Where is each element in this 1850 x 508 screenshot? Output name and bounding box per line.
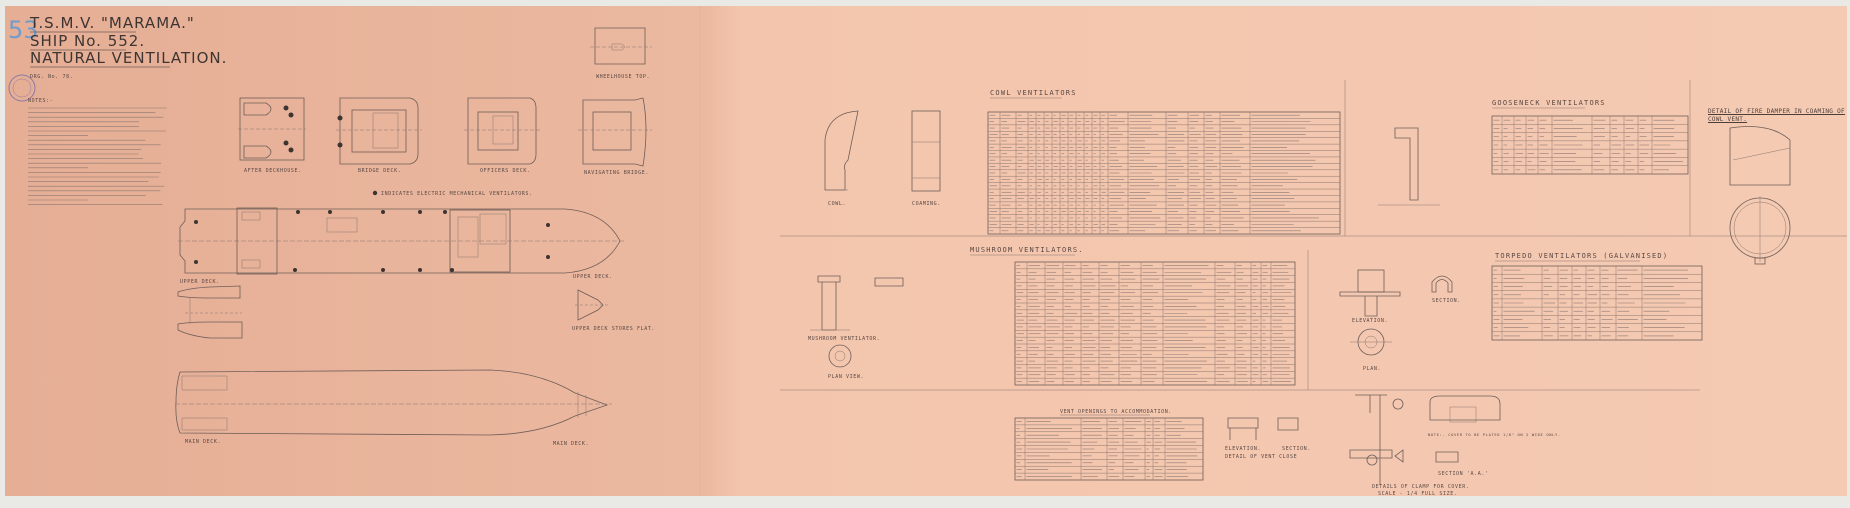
cowl-heading: COWL VENTILATORS [990, 89, 1077, 97]
drawing-number: DRG. No. 78. [30, 74, 73, 80]
plan-label: PLAN. [1363, 366, 1381, 372]
notes-text-block [28, 107, 167, 205]
ventilator-marker-icon [328, 210, 332, 214]
cowl-view-label: COWL. [828, 201, 846, 207]
clamp-heading: DETAILS OF CLAMP FOR COVER. [1372, 484, 1469, 490]
inspection-stamp [8, 74, 36, 102]
ventilator-marker-icon [450, 268, 454, 272]
cowl-ventilators-section: COWL VENTILATORS COWL. COAMING. [824, 89, 1341, 235]
vent-openings-heading: VENT OPENINGS TO ACCOMMODATION. [1060, 409, 1172, 415]
navigating-bridge-plan: NAVIGATING BRIDGE. [578, 97, 652, 176]
plan-view-label: PLAN VIEW. [828, 374, 864, 380]
gooseneck-ventilators-section: GOOSENECK VENTILATORS [1378, 99, 1689, 206]
ventilator-marker-icon [293, 268, 297, 272]
torpedo-ventilators-section: TORPEDO VENTILATORS (GALVANISED) ELEVATI… [1339, 252, 1703, 372]
drawing-title: NATURAL VENTILATION. [30, 49, 227, 67]
ship-number: SHIP No. 552. [30, 32, 145, 50]
ventilator-marker-icon [418, 210, 422, 214]
navigating-bridge-label: NAVIGATING BRIDGE. [584, 170, 649, 176]
gooseneck-table [1491, 115, 1689, 175]
mushroom-table [1014, 261, 1296, 386]
table-border [1491, 265, 1703, 341]
cowl-table [987, 111, 1341, 235]
ventilator-marker-icon [443, 210, 447, 214]
title-block: 53 T.S.M.V. "MARAMA." SHIP No. 552. NATU… [8, 14, 227, 205]
stamp-number: 53 [8, 16, 39, 44]
lower-aft-plans: UPPER DECK STORES FLAT. [177, 285, 655, 339]
ventilator-marker-icon [381, 268, 385, 272]
ventilator-marker-icon [418, 268, 422, 272]
main-deck-plan: MAIN DECK. MAIN DECK. [175, 369, 612, 447]
upper-deck-fwd-label: UPPER DECK. [573, 274, 613, 280]
officers-deck-plan: OFFICERS DECK. [464, 97, 540, 174]
upper-deck-stores-flat-label: UPPER DECK STORES FLAT. [572, 326, 655, 332]
vent-openings-section: VENT OPENINGS TO ACCOMMODATION. [1014, 409, 1204, 481]
clamp-detail: SECTION 'A.A.' DETAILS OF CLAMP FOR COVE… [1349, 394, 1561, 497]
ventilator-marker-icon [381, 210, 385, 214]
bridge-deck-plan: BRIDGE DECK. [336, 97, 422, 174]
fire-damper-detail: DETAIL OF FIRE DAMPER IN COAMING OF COWL… [1708, 108, 1845, 265]
table-border [987, 111, 1341, 235]
fire-damper-heading: DETAIL OF FIRE DAMPER IN COAMING OF COWL… [1708, 108, 1845, 123]
mushroom-view-label: MUSHROOM VENTILATOR. [808, 336, 880, 342]
vent-openings-table [1014, 417, 1204, 481]
bridge-deck-label: BRIDGE DECK. [358, 168, 401, 174]
table-border [1014, 417, 1204, 481]
ventilator-marker-icon [546, 255, 550, 259]
wheelhouse-top-plan: WHEELHOUSE TOP. [590, 27, 652, 80]
torpedo-heading: TORPEDO VENTILATORS (GALVANISED) [1495, 252, 1668, 260]
cover-note: NOTE:- COVER TO BE PLATED 1/8" ON 2 WIDE… [1428, 432, 1561, 437]
coaming-view-label: COAMING. [912, 201, 941, 207]
mushroom-ventilators-section: MUSHROOM VENTILATORS. MUSHROOM VENTILATO… [808, 246, 1296, 386]
officers-deck-label: OFFICERS DECK. [480, 168, 531, 174]
notes-heading: NOTES:- [28, 98, 53, 104]
ventilator-marker-icon [194, 220, 198, 224]
main-deck-fwd-label: MAIN DECK. [553, 441, 589, 447]
ventilator-marker-icon [296, 210, 300, 214]
legend-note: INDICATES ELECTRIC MECHANICAL VENTILATOR… [381, 191, 533, 197]
clamp-scale: SCALE - 1/4 FULL SIZE. [1378, 491, 1457, 497]
vent-close-note: DETAIL OF VENT CLOSE [1225, 454, 1297, 460]
gooseneck-heading: GOOSENECK VENTILATORS [1492, 99, 1606, 107]
ventilator-marker-icon [546, 223, 550, 227]
after-deckhouse-plan: AFTER DECKHOUSE. [238, 97, 306, 174]
vent-close-detail: ELEVATION. SECTION. DETAIL OF VENT CLOSE [1225, 417, 1311, 460]
table-border [1491, 115, 1689, 175]
upper-deck-aft-label: UPPER DECK. [180, 279, 220, 285]
mushroom-heading: MUSHROOM VENTILATORS. [970, 246, 1084, 254]
paper-background [5, 6, 1847, 496]
ventilator-marker-icon [194, 260, 198, 264]
elevation-label: ELEVATION. [1352, 318, 1388, 324]
main-deck-aft-label: MAIN DECK. [185, 439, 221, 445]
vessel-name: T.S.M.V. "MARAMA." [29, 14, 195, 32]
upper-deck-plan: INDICATES ELECTRIC MECHANICAL VENTILATOR… [178, 190, 625, 285]
torpedo-table [1491, 265, 1703, 341]
after-deckhouse-label: AFTER DECKHOUSE. [244, 168, 302, 174]
section-dividers [780, 80, 1847, 391]
wheelhouse-top-label: WHEELHOUSE TOP. [596, 74, 650, 80]
clamp-section-label: SECTION 'A.A.' [1438, 471, 1489, 477]
vent-close-elevation-label: ELEVATION. [1225, 446, 1261, 452]
vent-close-section-label: SECTION. [1282, 446, 1311, 452]
section-label: SECTION. [1432, 298, 1461, 304]
